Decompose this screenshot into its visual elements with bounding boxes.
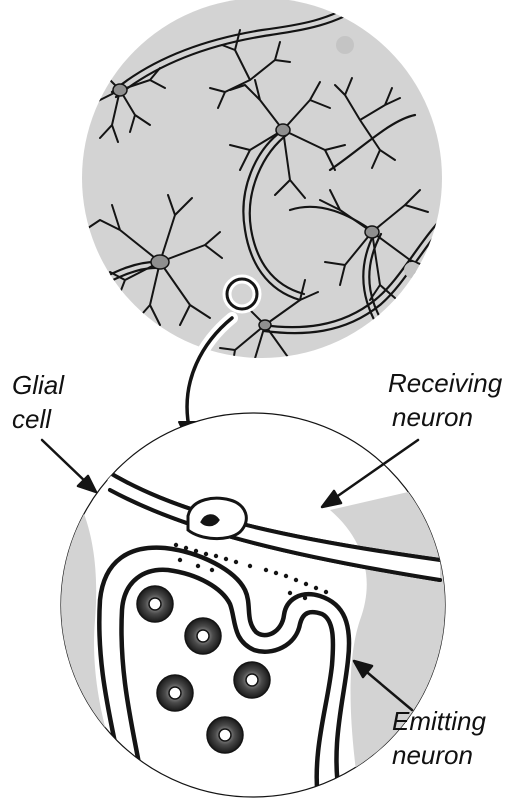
glial-label-line-2: cell bbox=[12, 402, 64, 436]
receptor-bump bbox=[188, 498, 246, 538]
glial-label-line-1: Glial bbox=[12, 368, 64, 402]
receiving-label-line-2: neuron bbox=[388, 400, 502, 434]
emitting-neuron-label: Emitting neuron bbox=[392, 704, 486, 772]
glial-cell-label: Glial cell bbox=[12, 368, 64, 436]
emitting-label-line-2: neuron bbox=[392, 738, 486, 772]
emitting-label-line-1: Emitting bbox=[392, 704, 486, 738]
receiving-neuron-label: Receiving neuron bbox=[388, 366, 502, 434]
glial-arrow bbox=[42, 440, 96, 492]
receiving-label-line-1: Receiving bbox=[388, 366, 502, 400]
tissue-circle-top bbox=[82, 0, 442, 358]
neural-network-view bbox=[60, 0, 448, 388]
